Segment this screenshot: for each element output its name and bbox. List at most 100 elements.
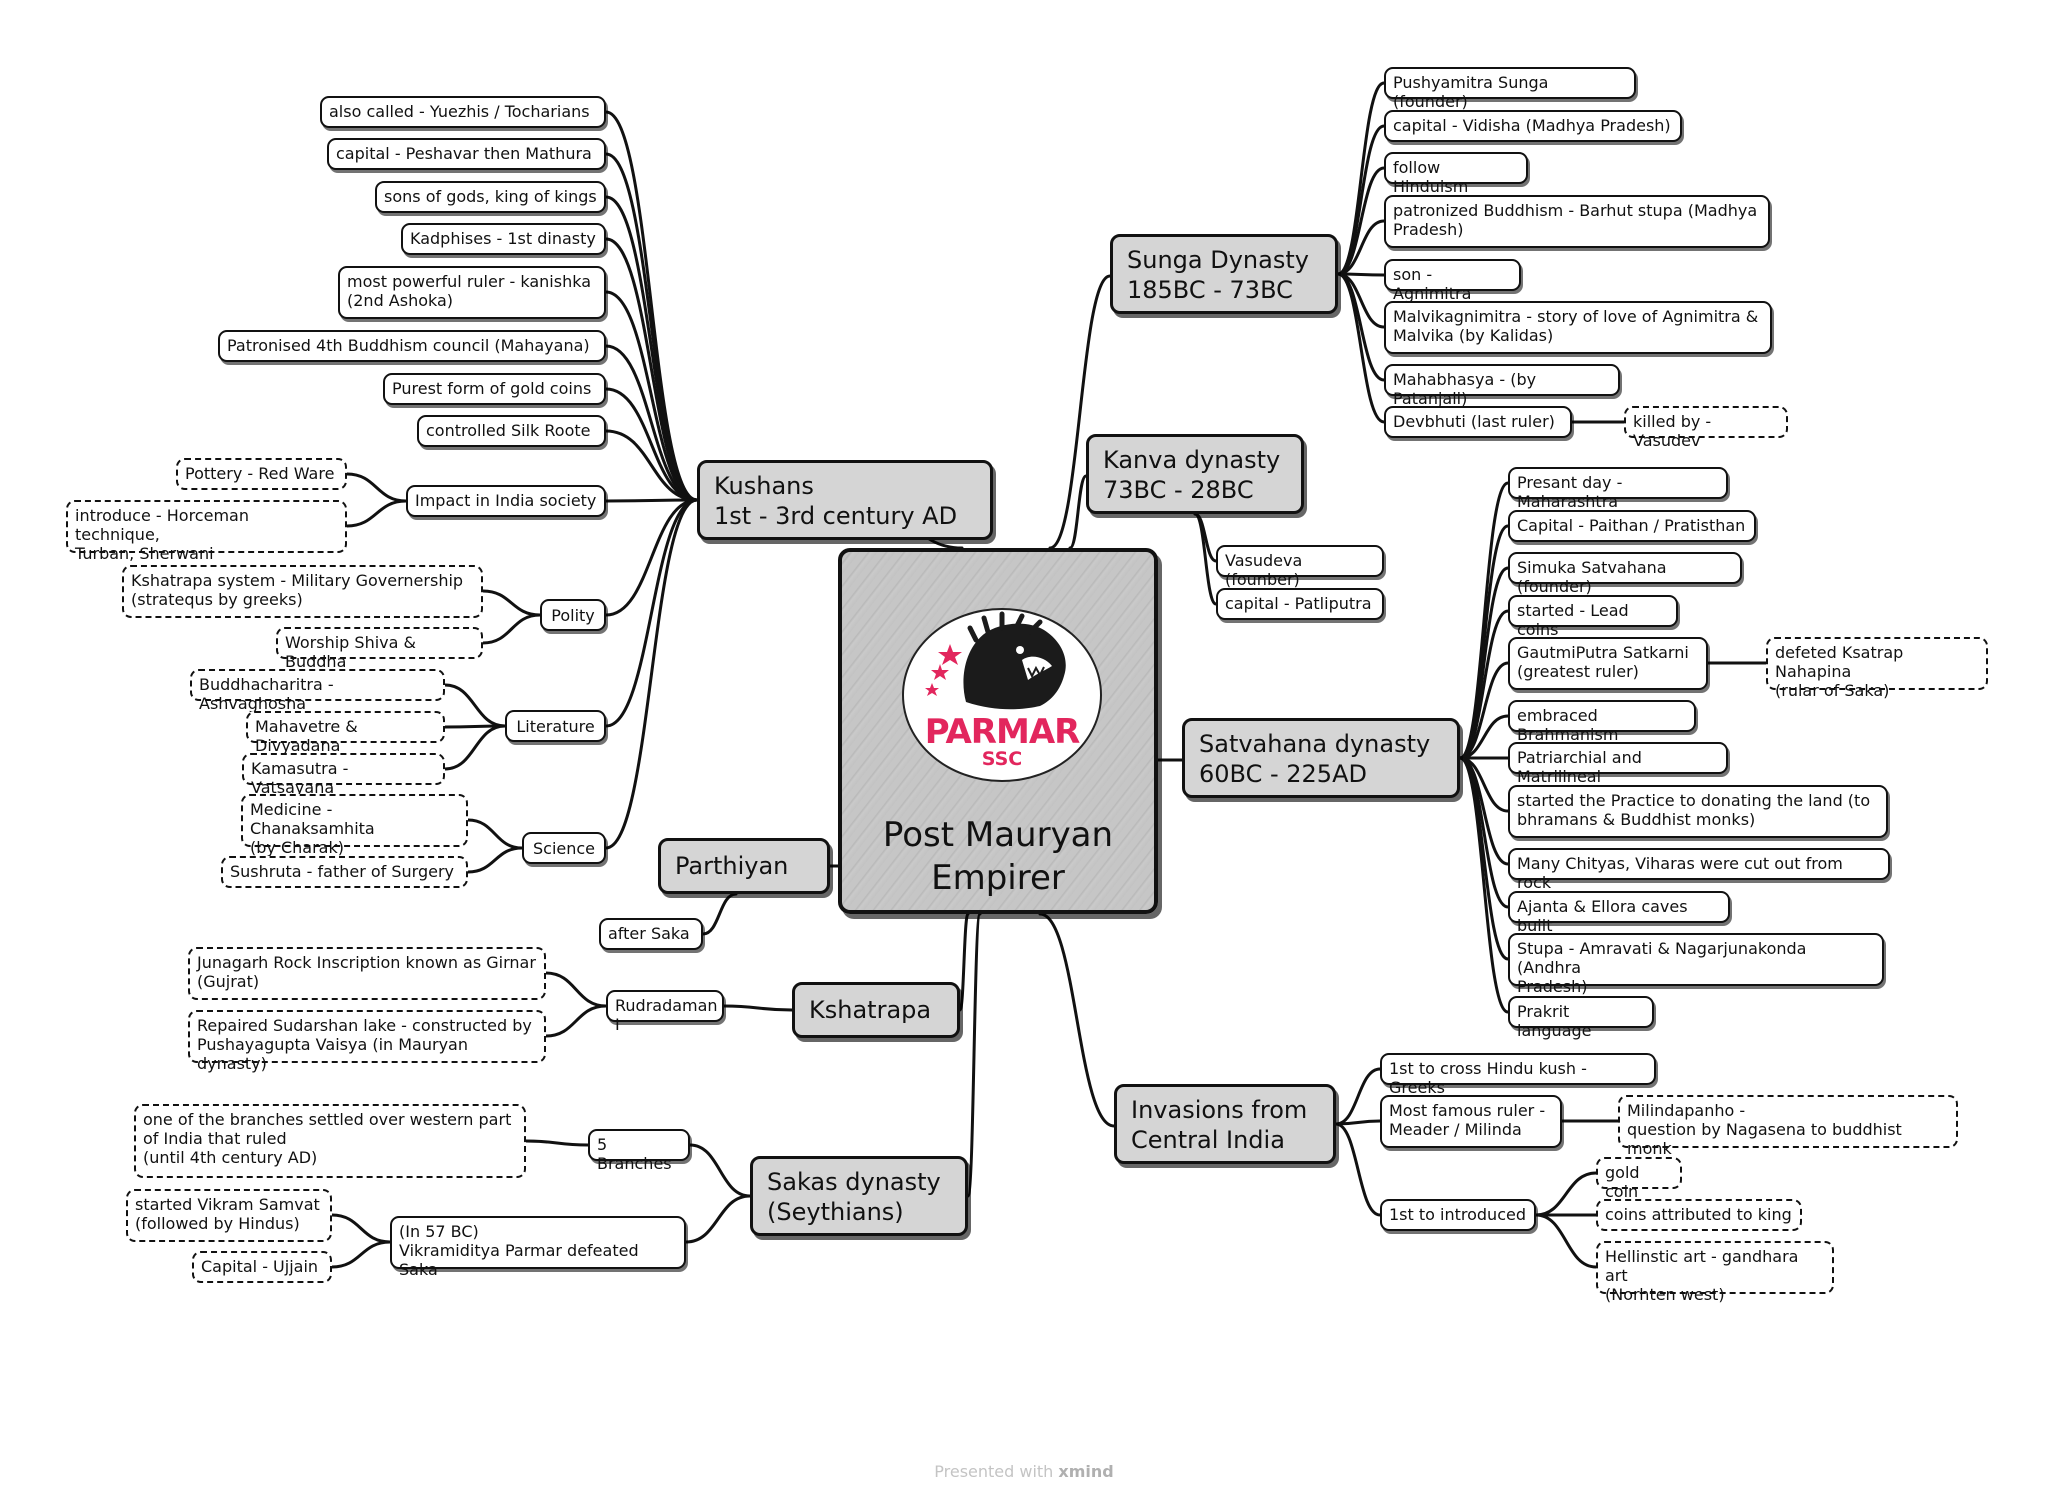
kushans-polity[interactable]: Polity: [540, 599, 606, 631]
connector-line: [701, 892, 738, 936]
kushans-science[interactable]: Science: [522, 832, 606, 864]
kushans-impact[interactable]: Impact in India society: [406, 485, 606, 517]
sunga-killed-by[interactable]: killed by - Vasudev: [1624, 406, 1788, 450]
sunga-hinduism[interactable]: follow Hinduism: [1384, 152, 1528, 196]
satvahana-prakrit[interactable]: Prakrit language: [1508, 996, 1654, 1040]
connector-line: [604, 195, 699, 502]
satvahana-founder[interactable]: Simuka Satvahana (founder): [1508, 552, 1742, 596]
connector-line: [958, 912, 970, 1012]
topic-kanva[interactable]: Kanva dynasty 73BC - 28BC: [1086, 434, 1304, 514]
invasions-milindapanho[interactable]: Milindapanho - question by Nagasena to b…: [1618, 1095, 1958, 1158]
topic-kushans[interactable]: Kushans 1st - 3rd century AD: [697, 460, 993, 540]
connector-line: [604, 498, 699, 728]
topic-kshatrapa[interactable]: Kshatrapa: [792, 982, 960, 1038]
science-sushruta[interactable]: Sushruta - father of Surgery: [221, 856, 468, 888]
impact-horseman[interactable]: introduce - Horceman technique, Turban, …: [66, 500, 347, 563]
satvahana-stupa[interactable]: Stupa - Amravati & Nagarjunakonda (Andhr…: [1508, 933, 1884, 996]
sakas-five-branches[interactable]: 5 Branches: [588, 1129, 690, 1173]
sakas-vikram-samvat[interactable]: started Vikram Samvat (followed by Hindu…: [126, 1189, 332, 1242]
rudradaman-junagarh[interactable]: Junagarh Rock Inscription known as Girna…: [188, 947, 546, 1000]
connector-line: [443, 683, 507, 728]
connector-line: [1534, 1171, 1598, 1217]
introduced-coins-king[interactable]: coins attributed to king: [1596, 1199, 1802, 1231]
satvahana-patriarchial[interactable]: Patriarchial and Matrilineal: [1508, 742, 1728, 786]
connector-line: [1334, 1119, 1382, 1126]
kanva-founder[interactable]: Vasudeva (founber): [1216, 545, 1384, 589]
connector-line: [1068, 474, 1088, 550]
rudradaman-sudarshan-lake[interactable]: Repaired Sudarshan lake - constructed by…: [188, 1010, 546, 1073]
science-medicine[interactable]: Medicine - Chanaksamhita (by Charak): [241, 794, 468, 857]
central-topic[interactable]: PARMAR SSC Post Mauryan Empirer: [838, 548, 1158, 914]
sakas-capital-ujjain[interactable]: Capital - Ujjain: [192, 1251, 332, 1283]
connector-line: [1458, 756, 1510, 1014]
satvahana-ajanta[interactable]: Ajanta & Ellora caves built: [1508, 891, 1730, 935]
kushans-gold-coins[interactable]: Purest form of gold coins: [383, 373, 606, 405]
invasions-first-introduced[interactable]: 1st to introduced: [1380, 1199, 1536, 1231]
topic-sunga[interactable]: Sunga Dynasty 185BC - 73BC: [1110, 234, 1338, 314]
parthiyan-after-saka[interactable]: after Saka: [599, 918, 703, 950]
connector-line: [1336, 272, 1386, 382]
satvahana-lead-coins[interactable]: started - Lead coins: [1508, 595, 1678, 639]
satvahana-capital[interactable]: Capital - Paithan / Pratisthan: [1508, 510, 1756, 542]
connector-line: [1336, 166, 1386, 276]
impact-pottery[interactable]: Pottery - Red Ware: [176, 458, 347, 490]
sakas-vikramaditya[interactable]: (In 57 BC) Vikramiditya Parmar defeated …: [390, 1216, 686, 1279]
sunga-son[interactable]: son - Agnimitra: [1384, 259, 1521, 303]
literature-mahavetre[interactable]: Mahavetre & Divyadana: [246, 711, 445, 755]
topic-satvahana[interactable]: Satvahana dynasty 60BC - 225AD: [1182, 718, 1460, 798]
sunga-buddhism[interactable]: patronized Buddhism - Barhut stupa (Madh…: [1384, 195, 1770, 248]
connector-line: [604, 498, 699, 617]
connector-line: [544, 971, 608, 1008]
kushans-buddhism-council[interactable]: Patronised 4th Buddhism council (Mahayan…: [218, 330, 606, 362]
invasions-meader[interactable]: Most famous ruler - Meader / Milinda: [1380, 1095, 1562, 1148]
kushans-capital[interactable]: capital - Peshavar then Mathura: [327, 138, 606, 170]
footer-credit: Presented with xmind: [0, 1462, 2048, 1481]
connector-line: [1334, 1067, 1382, 1126]
introduced-gold-coin[interactable]: gold coin: [1596, 1157, 1682, 1201]
connector-line: [544, 1004, 608, 1038]
connector-line: [604, 387, 699, 502]
connector-line: [604, 498, 699, 503]
footer-prefix: Presented with: [934, 1462, 1059, 1481]
kanva-capital[interactable]: capital - Patliputra: [1216, 588, 1384, 620]
connector-line: [604, 498, 699, 850]
topic-sakas[interactable]: Sakas dynasty (Seythians): [750, 1156, 968, 1236]
literature-buddhacharita[interactable]: Buddhacharitra - Ashvaghosha: [190, 669, 445, 713]
kshatrapa-rudradaman[interactable]: Rudradaman I: [606, 990, 724, 1034]
sakas-branch-detail[interactable]: one of the branches settled over western…: [134, 1104, 526, 1178]
kushans-also-called[interactable]: also called - Yuezhis / Tocharians: [320, 96, 606, 128]
connector-line: [481, 589, 542, 617]
topic-invasions[interactable]: Invasions from Central India: [1114, 1084, 1336, 1164]
connector-line: [330, 1240, 392, 1269]
introduced-hellenistic-art[interactable]: Hellinstic art - gandhara art (Norhten w…: [1596, 1241, 1834, 1304]
sunga-devbhuti[interactable]: Devbhuti (last ruler): [1384, 406, 1572, 438]
kushans-literature[interactable]: Literature: [505, 710, 606, 742]
polity-worship[interactable]: Worship Shiva & Buddha: [276, 627, 483, 671]
literature-kamasutra[interactable]: Kamasutra - Vatsayana: [242, 753, 445, 797]
satvahana-defeated[interactable]: defeted Ksatrap Nahapina (rular of Saka): [1766, 637, 1988, 700]
connector-line: [604, 237, 699, 502]
satvahana-present-day[interactable]: Presant day - Maharashtra: [1508, 467, 1728, 511]
topic-parthiyan[interactable]: Parthiyan: [658, 838, 830, 894]
kushans-silk-route[interactable]: controlled Silk Roote: [417, 415, 606, 447]
kushans-sons-of-gods[interactable]: sons of gods, king of kings: [375, 181, 606, 213]
connector-line: [1048, 274, 1112, 550]
sunga-founder[interactable]: Pushyamitra Sunga (founder): [1384, 67, 1636, 111]
sunga-malvika[interactable]: Malvikagnimitra - story of love of Agnim…: [1384, 301, 1772, 354]
satvahana-gautamiputra[interactable]: GautmiPutra Satkarni (greatest ruler): [1508, 637, 1708, 690]
connector-line: [345, 499, 408, 528]
satvahana-land-donation[interactable]: started the Practice to donating the lan…: [1508, 785, 1888, 838]
connector-line: [443, 724, 507, 771]
sunga-capital[interactable]: capital - Vidisha (Madhya Pradesh): [1384, 110, 1682, 142]
satvahana-brahmanism[interactable]: embraced Brahmanism: [1508, 700, 1696, 744]
kushans-kadphises[interactable]: Kadphises - 1st dinasty: [401, 223, 606, 255]
sunga-mahabhasya[interactable]: Mahabhasya - (by Patanjali): [1384, 364, 1620, 408]
connector-line: [1193, 512, 1218, 606]
connector-line: [1534, 1213, 1598, 1269]
invasions-greeks[interactable]: 1st to cross Hindu kush - Greeks: [1380, 1053, 1656, 1097]
satvahana-chityas[interactable]: Many Chityas, Viharas were cut out from …: [1508, 848, 1890, 892]
polity-kshatrapa-system[interactable]: Kshatrapa system - Military Governership…: [122, 565, 483, 618]
kushans-most-powerful[interactable]: most powerful ruler - kanishka (2nd Asho…: [338, 266, 606, 319]
